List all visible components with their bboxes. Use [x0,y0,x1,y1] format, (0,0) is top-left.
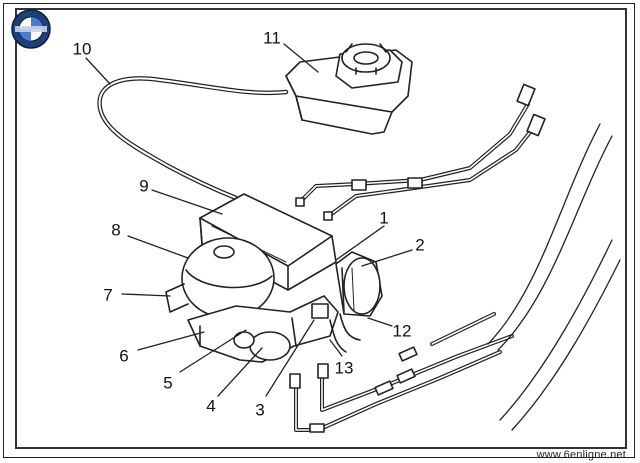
hose-10 [97,76,289,201]
site-logo-icon [11,9,51,49]
reservoir-11 [285,43,413,135]
leader-lines [85,43,413,397]
outer-frame [3,3,635,458]
accumulator-sphere-8 [165,237,275,319]
return-pipes [487,123,621,431]
callout-7: 7 [103,285,113,305]
callout-13: 13 [334,358,354,378]
upper-brake-lines [295,83,546,221]
callout-3: 3 [255,400,265,420]
callout-12: 12 [392,321,412,341]
callout-2: 2 [415,235,425,255]
callout-8: 8 [111,220,121,240]
callout-9: 9 [139,176,149,196]
callout-4: 4 [206,396,216,416]
watermark-text: www.6enligne.net [536,449,626,461]
callout-6: 6 [119,346,129,366]
callout-1: 1 [379,208,389,228]
callout-10: 10 [72,39,92,59]
callout-5: 5 [163,373,173,393]
callout-11: 11 [263,28,281,48]
inner-frame [15,8,627,449]
electric-motor-2 [335,251,383,317]
lower-brake-lines [289,312,514,433]
harness-12 [329,313,361,353]
